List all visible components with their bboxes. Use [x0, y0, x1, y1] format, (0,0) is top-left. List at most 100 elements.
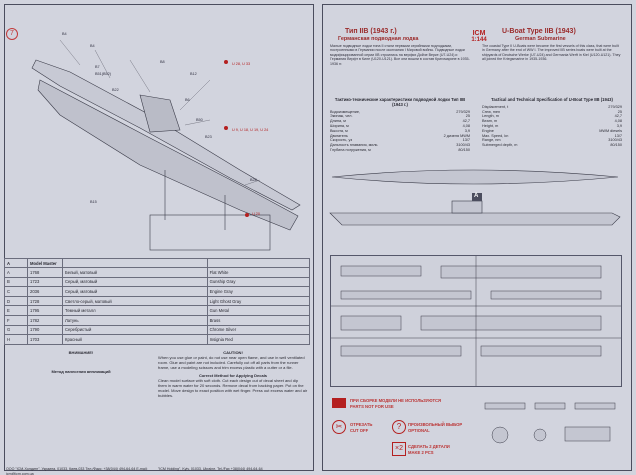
- paint-letter: E: [4, 305, 28, 316]
- paint-code: 2036: [27, 286, 63, 297]
- sprue-drawing: [331, 256, 621, 386]
- spec-val: 80/150: [610, 143, 622, 148]
- marker-label: U 28, U 33: [232, 62, 251, 66]
- spec-key: Length, m: [482, 114, 499, 119]
- spec-key: Crew, men: [482, 109, 501, 114]
- paint-en: Gun Metal: [206, 305, 311, 316]
- paint-en: Insignia Red: [206, 334, 311, 345]
- paint-en: Light Ghost Gray: [206, 295, 311, 307]
- paint-en: Gunship Gray: [206, 276, 311, 288]
- scissors-icon: ✂: [332, 420, 346, 434]
- legend-en: PARTS NOT FOR USE: [350, 404, 394, 409]
- paint-letter: A: [4, 267, 28, 278]
- paint-code: 1782: [27, 314, 63, 326]
- marker-label: U 20: [252, 212, 261, 216]
- marker-dot: [245, 213, 249, 217]
- label-box: [472, 193, 482, 201]
- header-letter: A: [4, 258, 28, 268]
- detail-part: [533, 428, 547, 442]
- paint-en: Flat White: [206, 267, 311, 278]
- callout-label: B7: [95, 65, 100, 69]
- paint-ru: Латунь: [62, 314, 208, 326]
- detail-part: [491, 426, 509, 444]
- paint-code: 1728: [27, 295, 63, 307]
- history-text-en: The coastal Type II U-Boats were became …: [482, 44, 621, 62]
- sprue-frame: [330, 255, 622, 387]
- detail-part: [534, 402, 566, 410]
- paint-ru: Светло-серый, матовый: [62, 295, 208, 307]
- marker-dot: [224, 60, 228, 64]
- left-page: 7 B4 B4 B7 B51(B52) B22 B8 B12 B6 B50: [4, 0, 319, 475]
- callout-line: [179, 79, 211, 111]
- spec-title-en: Tactical and Technical Specification of …: [491, 97, 613, 102]
- spec-key: Height, m: [482, 123, 499, 128]
- callout-label: B15: [90, 200, 97, 204]
- part-detail-drawings: [484, 402, 616, 444]
- legend-en: CUT OFF: [350, 428, 369, 433]
- subtitle-en: German Submarine: [515, 36, 566, 42]
- paint-ru: Красный: [62, 334, 208, 345]
- callout-line: [129, 59, 151, 93]
- legend-ru: ОТРЕЗАТЬ: [350, 422, 373, 427]
- sprue-part: [420, 315, 602, 331]
- spec-val: 3,9: [616, 123, 622, 128]
- spec-key: Engine: [482, 128, 494, 133]
- spec-val: 25: [465, 114, 470, 119]
- paint-letter: D: [4, 295, 28, 307]
- spec-title-ru: Тактико-технические характеристики подво…: [334, 97, 466, 107]
- spec-row: Height, m 3,9: [482, 124, 622, 129]
- callout-label: B6: [185, 98, 190, 102]
- legend-en: MAKE 2 PCS: [408, 450, 434, 455]
- spec-row: Length, m 42,7: [482, 114, 622, 119]
- callout-label: B8: [160, 60, 165, 64]
- paint-code: 1790: [27, 324, 63, 336]
- right-page: [318, 0, 636, 475]
- spec-key: Экипаж, чел.: [330, 114, 353, 119]
- paint-code: 1768: [27, 267, 63, 278]
- callout-label: B12: [190, 72, 197, 76]
- title-ru: Тип IIB (1943 г.): [345, 28, 397, 35]
- spec-val: 42,7: [614, 114, 622, 119]
- callout-line: [184, 119, 211, 126]
- decals-en-title: Correct Method for Applying Decals: [198, 373, 268, 378]
- make-two-icon: ×2: [392, 442, 406, 456]
- spec-key: Range, nm: [482, 138, 501, 143]
- caution-en-text: When you use glue or paint, do not use n…: [158, 355, 305, 370]
- caution-ru-title: ВНИМАНИЕ!: [68, 350, 94, 355]
- title-en: U-Boat Type IIB (1943): [502, 28, 576, 35]
- callout-label: B51(B52): [95, 72, 112, 76]
- paint-code: 1795: [27, 305, 63, 316]
- spec-val: 279/329: [608, 104, 622, 109]
- paint-code: 1723: [27, 276, 63, 288]
- spec-key: Длина, м: [330, 119, 346, 124]
- spec-key: Submerged depth, m: [482, 143, 518, 148]
- paint-ru: Темный металл: [62, 305, 208, 316]
- marker-label: U 9, U 18, U 19, U 24: [232, 128, 269, 132]
- spec-key: Beam, m: [482, 119, 498, 124]
- callout-line: [59, 39, 81, 66]
- spec-val: 13/7: [462, 138, 470, 143]
- sprue-part: [340, 265, 422, 277]
- spec-en: Tactical and Technical Specification of …: [482, 97, 622, 148]
- detail-part: [484, 402, 526, 410]
- sprue-part: [440, 265, 602, 279]
- spec-key: Max. Speed, kn: [482, 133, 509, 138]
- spec-key: Водоизмещение,: [330, 109, 361, 114]
- callout-label: B4: [62, 32, 67, 36]
- spec-row: Экипаж, чел. 25: [330, 114, 470, 119]
